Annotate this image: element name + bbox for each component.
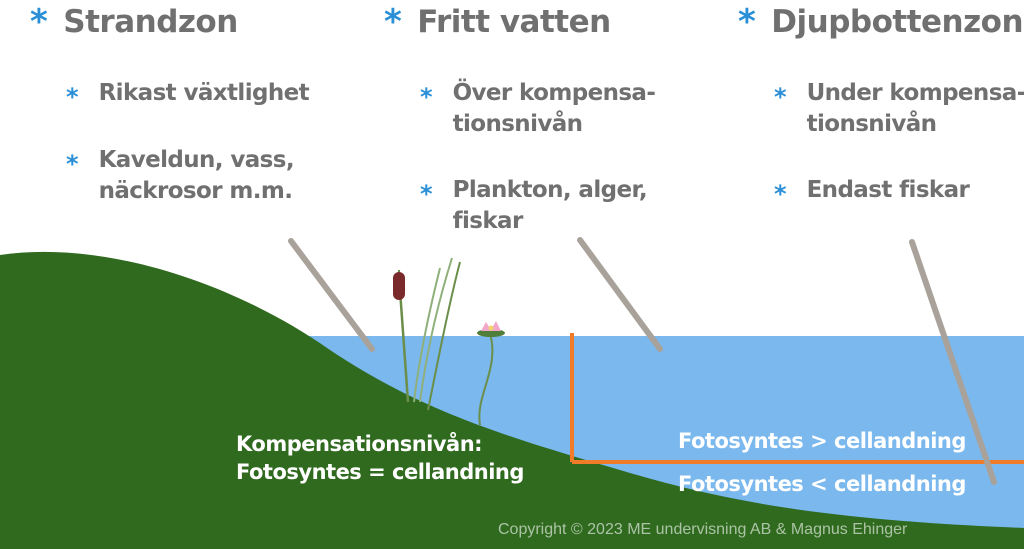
heading-text: Fritt vatten (417, 4, 611, 40)
bullet-text: Rikast växtlighet (98, 80, 310, 106)
pointer-djupbottenzon (909, 239, 997, 485)
bullet-item: * Över kompensa- tionsnivån (420, 78, 656, 140)
below-compensation-label: Fotosyntes < cellandning (678, 472, 966, 496)
asterisk-icon: * (66, 83, 79, 111)
land-slope (0, 251, 1024, 549)
heading-strandzon: * Strandzon (30, 4, 238, 40)
bullet-text-line2: näckrosor m.m. (98, 178, 293, 204)
compensation-label-line1: Kompensationsnivån: (236, 432, 483, 456)
asterisk-icon: * (774, 83, 787, 111)
compensation-level-label: Kompensationsnivån: Fotosyntes = celland… (236, 430, 524, 486)
pointer-strandzon (288, 238, 375, 352)
asterisk-icon: * (738, 2, 756, 42)
heading-fritt-vatten: * Fritt vatten (384, 4, 611, 40)
asterisk-icon: * (66, 150, 79, 178)
asterisk-icon: * (30, 2, 48, 42)
above-compensation-label: Fotosyntes > cellandning (678, 429, 966, 453)
asterisk-icon: * (774, 180, 787, 208)
asterisk-icon: * (420, 180, 433, 208)
bullet-text-line2: tionsnivån (806, 111, 937, 137)
heading-text: Strandzon (63, 4, 238, 40)
bullet-item: * Rikast växtlighet (66, 78, 310, 113)
copyright-text: Copyright © 2023 ME undervisning AB & Ma… (498, 521, 908, 538)
heading-text: Djupbottenzon (771, 4, 1024, 40)
heading-djupbottenzon: * Djupbottenzon (738, 2, 1024, 42)
bullet-text: Kaveldun, vass, (98, 147, 295, 173)
pointer-fritt-vatten (577, 237, 663, 352)
asterisk-icon: * (384, 2, 402, 42)
bullet-text-line2: tionsnivån (452, 111, 583, 137)
bullet-item: * Under kompensa- tionsnivån (774, 78, 1024, 140)
cattail-plant (393, 257, 461, 411)
compensation-label-line2: Fotosyntes = cellandning (236, 460, 524, 484)
bullet-text-line2: fiskar (452, 208, 524, 234)
bullet-text: Under kompensa- (806, 80, 1024, 106)
bullet-item: * Endast fiskar (774, 175, 970, 210)
bullet-item: * Plankton, alger, fiskar (420, 175, 648, 237)
bullet-text: Endast fiskar (806, 177, 970, 203)
asterisk-icon: * (420, 83, 433, 111)
bullet-item: * Kaveldun, vass, näckrosor m.m. (66, 145, 295, 207)
bullet-text: Plankton, alger, (452, 177, 648, 203)
water-lily (477, 321, 505, 426)
bullet-text: Över kompensa- (452, 80, 656, 106)
